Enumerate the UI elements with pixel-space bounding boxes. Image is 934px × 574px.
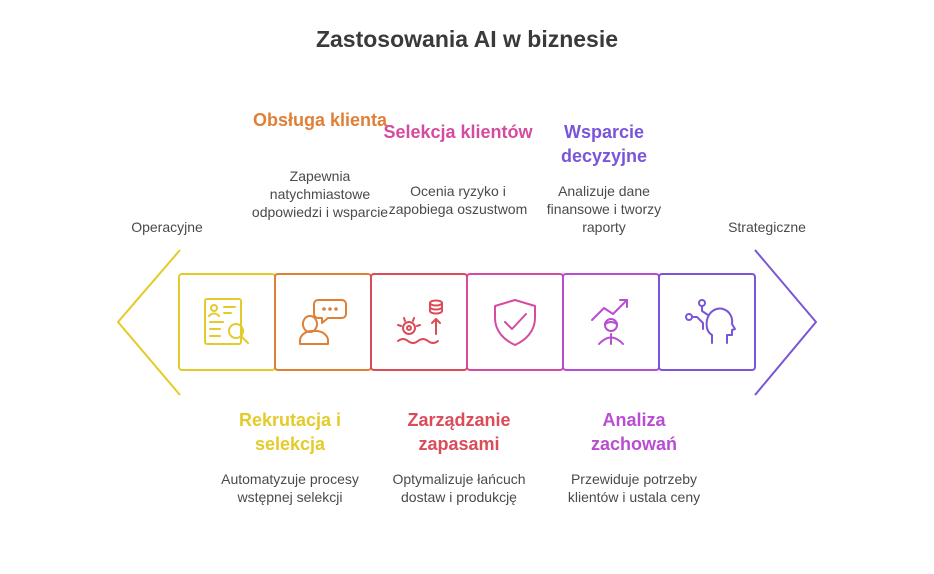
desc-recruitment: Automatyzuje procesy wstępnej selekcji (221, 471, 359, 505)
resume-search-icon (204, 298, 249, 345)
right-arrowhead (754, 249, 817, 396)
heading-recruitment: Rekrutacja i selekcja (238, 410, 342, 454)
heading-decision-support: Wsparcie decyzyjne (560, 122, 648, 166)
stage-box-3 (370, 273, 468, 371)
desc-inventory: Optymalizuje łańcuch dostaw i produkcję (392, 471, 526, 505)
left-arrowhead (117, 249, 181, 396)
desc-customer-selection: Ocenia ryzyko i zapobiega oszustwom (388, 183, 528, 217)
label-strategic: Strategiczne (728, 219, 806, 235)
desc-decision-support: Analizuje dane finansowe i tworzy raport… (546, 183, 662, 235)
heading-behavior-analysis: Analiza zachowań (590, 410, 678, 454)
stage-box-1 (178, 273, 276, 371)
stage-box-4 (466, 273, 564, 371)
growth-person-icon (591, 299, 628, 345)
supply-chain-icon (397, 299, 443, 344)
heading-customer-selection: Selekcja klientów (383, 122, 533, 142)
heading-inventory: Zarządzanie zapasami (407, 410, 511, 454)
shield-check-icon (494, 299, 536, 346)
heading-customer-service: Obsługa klienta (252, 110, 388, 130)
diagram-title: Zastosowania AI w biznesie (315, 26, 619, 52)
customer-chat-icon (299, 299, 347, 345)
desc-customer-service: Zapewnia natychmiastowe odpowiedzi i wsp… (251, 168, 389, 220)
desc-behavior-analysis: Przewiduje potrzeby klientów i ustala ce… (567, 471, 701, 505)
head-network-icon (685, 299, 736, 344)
label-operational: Operacyjne (131, 219, 203, 235)
